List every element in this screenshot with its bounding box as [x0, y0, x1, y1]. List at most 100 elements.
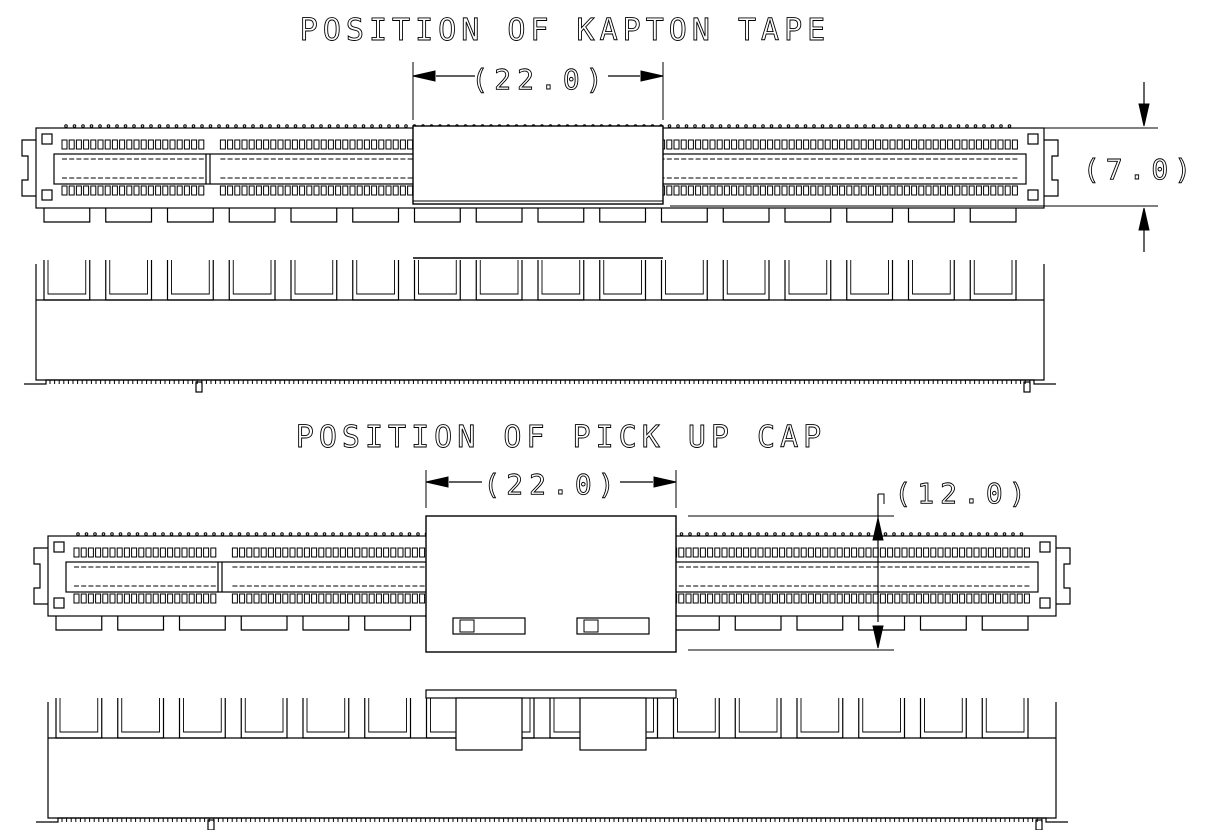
contact-pad [411, 593, 418, 604]
contact-pad [356, 185, 363, 196]
contact-pad [673, 139, 680, 150]
leader-line [878, 493, 885, 504]
contact-pad [858, 547, 865, 558]
side-terminal [228, 260, 276, 301]
contact-pad [183, 139, 190, 150]
contact-pad [361, 547, 368, 558]
edge-mark [98, 124, 102, 128]
edge-mark [939, 124, 944, 128]
contact-pad [104, 185, 111, 196]
contact-pad [368, 547, 375, 558]
side-terminal [660, 260, 708, 301]
edge-mark [1011, 532, 1015, 536]
edge-mark [365, 532, 369, 536]
arrow-head [872, 625, 884, 649]
contact-pad [817, 185, 824, 196]
contact-pad [903, 185, 910, 196]
edge-mark [710, 124, 714, 128]
mounting-marker [53, 597, 65, 609]
contact-pad [716, 185, 723, 196]
contact-pad [707, 593, 714, 604]
edge-mark [968, 532, 973, 536]
contact-pad [68, 139, 75, 150]
contact-pad [109, 547, 116, 558]
contact-pad [894, 547, 901, 558]
contact-pad [853, 139, 860, 150]
contact-pad [61, 185, 68, 196]
contact-pad [133, 139, 140, 150]
contact-pad [255, 139, 262, 150]
side-terminal [364, 698, 412, 739]
side-footprint [24, 379, 1056, 385]
mounting-marker [41, 189, 53, 201]
contact-pad [714, 547, 721, 558]
contact-pad [975, 139, 982, 150]
contact-pad [743, 593, 750, 604]
contact-pad [1011, 139, 1018, 150]
contact-pad [875, 139, 882, 150]
mounting-marker [41, 133, 53, 145]
contact-pad [915, 547, 922, 558]
edge-mark [174, 124, 179, 128]
contact-pad [289, 547, 296, 558]
contact-pad [335, 139, 342, 150]
contact-pad [392, 185, 399, 196]
contact-pad [687, 185, 694, 196]
contact-pad [911, 139, 918, 150]
edge-mark [718, 124, 723, 128]
solder-tail [105, 208, 153, 223]
contact-pad [973, 547, 980, 558]
side-terminal-inner [171, 260, 210, 295]
contact-pad [853, 185, 860, 196]
contact-pad [743, 547, 750, 558]
side-terminal-inner [306, 698, 346, 733]
contact-pad [390, 547, 397, 558]
contact-pad [210, 547, 217, 558]
contact-pad [162, 185, 169, 196]
solder-tail [846, 208, 894, 223]
contact-pad [961, 139, 968, 150]
edge-mark [229, 532, 233, 536]
solder-tail [43, 208, 91, 223]
edge-mark [373, 532, 378, 536]
mounting-marker [1039, 541, 1051, 553]
edge-mark [110, 532, 114, 536]
contact-pad [407, 139, 414, 150]
edge-mark [135, 532, 140, 536]
contact-pad [234, 139, 241, 150]
contact-pad [1009, 547, 1016, 558]
contact-pad [673, 185, 680, 196]
edge-mark [305, 532, 310, 536]
connector-side-view-kapton [24, 260, 1056, 393]
contact-pad [810, 185, 817, 196]
edge-mark [72, 124, 77, 128]
edge-mark [696, 532, 701, 536]
contact-pad [731, 139, 738, 150]
edge-mark [926, 532, 930, 536]
contact-pad [111, 139, 118, 150]
contact-pad [800, 547, 807, 558]
edge-mark [832, 532, 837, 536]
contact-pad [102, 593, 109, 604]
edge-mark [888, 124, 893, 128]
left-end-latch [33, 547, 48, 605]
side-terminal [55, 698, 103, 739]
edge-mark [399, 532, 403, 536]
contact-pad [817, 139, 824, 150]
arrow-head [1138, 207, 1150, 231]
contact-pad [911, 185, 918, 196]
contact-pad [903, 139, 910, 150]
side-terminal [43, 260, 91, 301]
contact-pad [138, 547, 145, 558]
contact-pad [716, 139, 723, 150]
side-terminal [858, 698, 906, 739]
contact-pad [152, 547, 159, 558]
edge-mark [1007, 124, 1012, 128]
contact-pad [968, 139, 975, 150]
contact-pad [896, 185, 903, 196]
contact-pad [695, 139, 702, 150]
contact-pad [275, 547, 282, 558]
contact-pad [318, 547, 325, 558]
contact-pad [735, 547, 742, 558]
cap-view-title: POSITION OF PICK UP CAP [296, 420, 826, 455]
